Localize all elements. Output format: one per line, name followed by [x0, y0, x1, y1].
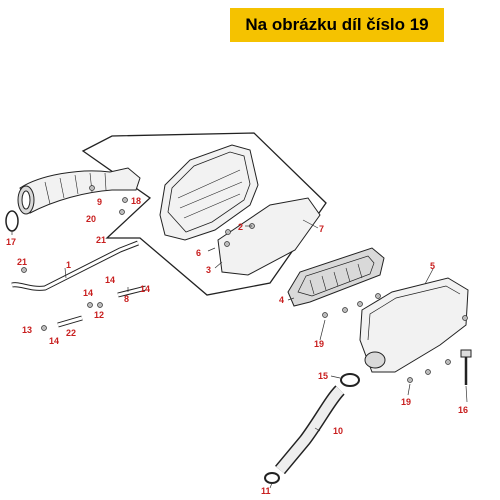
- hose-clamp-lower: [264, 472, 280, 484]
- callout-17: 17: [6, 237, 16, 247]
- callout-16: 16: [458, 405, 468, 415]
- callout-10: 10: [333, 426, 343, 436]
- air-filter-element: [287, 247, 385, 307]
- callout-3: 3: [206, 265, 211, 275]
- callout-20: 20: [86, 214, 96, 224]
- callout-7: 7: [319, 224, 324, 234]
- callout-9: 9: [97, 197, 102, 207]
- callout-8: 8: [124, 294, 129, 304]
- clamp-ring: [5, 210, 19, 232]
- callout-12: 12: [94, 310, 104, 320]
- air-box-housing: [159, 144, 259, 241]
- callout-1: 1: [66, 260, 71, 270]
- callout-2: 2: [238, 222, 243, 232]
- hose-clamp-upper: [340, 373, 360, 387]
- air-box-cover-plate: [217, 197, 321, 276]
- callout-11: 11: [261, 486, 271, 496]
- small-fittings: [21, 185, 255, 331]
- callout-4: 4: [279, 295, 284, 305]
- callout-22: 22: [66, 328, 76, 338]
- callout-5: 5: [430, 261, 435, 271]
- intake-duct: [17, 167, 141, 215]
- callout-6: 6: [196, 248, 201, 258]
- callout-18: 18: [131, 196, 141, 206]
- callout-14a: 14: [49, 336, 59, 346]
- callout-21b: 21: [17, 257, 27, 267]
- air-box-cover: [359, 277, 469, 373]
- callout-21a: 21: [96, 235, 106, 245]
- callout-19b: 19: [401, 397, 411, 407]
- callout-14b: 14: [83, 288, 93, 298]
- bolt: [460, 349, 472, 385]
- callout-13: 13: [22, 325, 32, 335]
- callout-14c: 14: [105, 275, 115, 285]
- screw-chain-right: [322, 293, 468, 383]
- callout-14d: 14: [140, 284, 150, 294]
- part-number-banner: Na obrázku díl číslo 19: [230, 8, 444, 42]
- callout-15: 15: [318, 371, 328, 381]
- callout-19a: 19: [314, 339, 324, 349]
